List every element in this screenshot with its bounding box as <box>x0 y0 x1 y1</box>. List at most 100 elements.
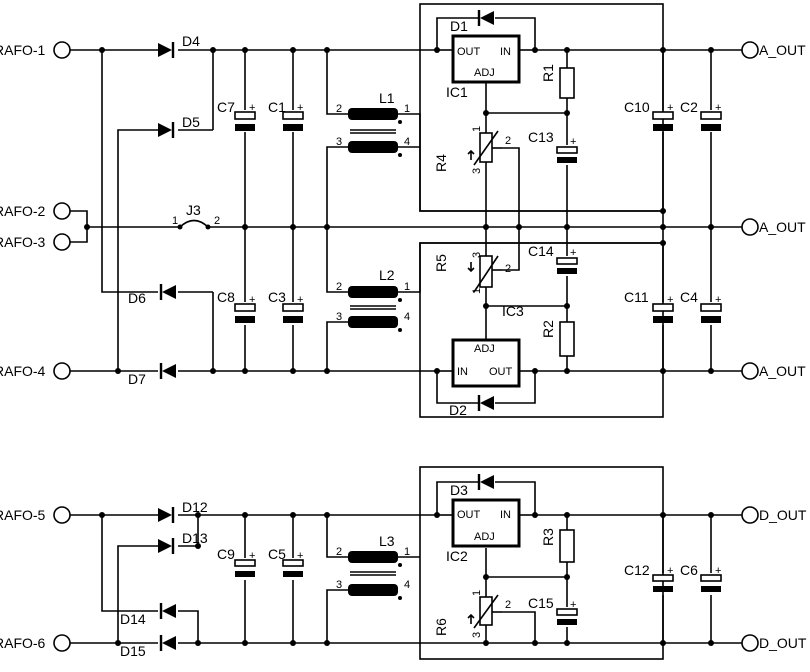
label-c9: C9 <box>217 546 235 562</box>
diode-d12 <box>158 507 175 523</box>
label-r2: R2 <box>540 320 556 338</box>
l1-pin3: 3 <box>336 136 342 148</box>
terminal-trafo-6 <box>53 634 71 652</box>
ic2-out: OUT <box>457 509 481 521</box>
label-l1: L1 <box>379 90 395 106</box>
label-l2: L2 <box>379 267 395 283</box>
capacitor-c14 <box>556 257 578 274</box>
label-c1: C1 <box>268 99 286 115</box>
plus-c6: + <box>715 565 721 577</box>
l1-pin2: 2 <box>336 103 342 115</box>
ic1-in: IN <box>500 46 511 58</box>
resistor-r1 <box>559 67 575 99</box>
label-c14: C14 <box>528 243 554 259</box>
regulator-ic3: ADJ IN OUT <box>451 338 521 388</box>
r4-pin1: 1 <box>471 126 483 132</box>
l2-pin2: 2 <box>336 281 342 293</box>
plus-c2: + <box>715 102 721 114</box>
ic2-adj: ADJ <box>474 531 495 543</box>
capacitor-c4 <box>700 303 722 323</box>
label-d12: D12 <box>182 499 208 515</box>
ic2-in: IN <box>500 509 511 521</box>
terminal-out-neg <box>741 362 759 380</box>
capacitor-c13 <box>556 146 578 163</box>
diode-d4 <box>158 42 175 58</box>
capacitor-c3 <box>282 303 304 323</box>
terminal-trafo-2 <box>53 202 71 220</box>
r4-pin2: 2 <box>505 135 511 147</box>
terminal-out-d2 <box>741 634 759 652</box>
plus-c11: + <box>667 294 673 306</box>
label-c10: C10 <box>624 99 650 115</box>
label-r1: R1 <box>540 64 556 82</box>
inductors: L1 2 3 1 4 L2 2 3 1 4 L3 2 3 1 4 <box>336 90 410 600</box>
l3-pin3: 3 <box>336 579 342 591</box>
label-c11: C11 <box>624 289 649 305</box>
label-l3: L3 <box>379 533 395 549</box>
terminal-trafo-4 <box>53 362 71 380</box>
label-d14: D14 <box>120 611 146 627</box>
label-c12: C12 <box>624 562 650 578</box>
plus-c14: + <box>570 247 576 259</box>
plus-c7: + <box>249 102 255 114</box>
diode-d15 <box>159 635 176 651</box>
diode-d3 <box>477 474 494 490</box>
r4-pin3: 3 <box>471 168 483 174</box>
label-out-d2: D_OUT <box>759 635 807 651</box>
capacitor-c1 <box>282 111 304 131</box>
label-ic3: IC3 <box>502 303 524 319</box>
capacitor-c9 <box>234 559 256 577</box>
label-trafo-4: RAFO-4 <box>0 363 46 379</box>
label-c4: C4 <box>680 289 698 305</box>
r5-pin3: 3 <box>471 252 483 258</box>
resistors: R1 R2 R3 R4 1 2 3 R5 3 2 1 <box>433 64 575 638</box>
output-terminals: A_OUT A_OUT A_OUT D_OUT D_OUT <box>741 41 807 652</box>
trimmer-r5 <box>467 255 502 293</box>
capacitor-c8 <box>234 303 256 323</box>
terminal-trafo-3 <box>53 233 71 251</box>
label-out-gnd: A_OUT <box>759 219 806 235</box>
label-c2: C2 <box>680 99 698 115</box>
plus-c13: + <box>570 136 576 148</box>
inductor-l3 <box>348 551 402 600</box>
r5-pin2: 2 <box>505 263 511 275</box>
plus-c5: + <box>297 550 303 562</box>
label-d3: D3 <box>450 482 468 498</box>
label-c13: C13 <box>528 129 554 145</box>
label-r5: R5 <box>433 254 449 272</box>
l3-pin1: 1 <box>404 546 410 558</box>
label-ic1: IC1 <box>446 84 468 100</box>
l2-pin1: 1 <box>404 281 410 293</box>
label-out-d1: D_OUT <box>759 507 807 523</box>
label-out-neg: A_OUT <box>759 363 806 379</box>
plus-c1: + <box>297 102 303 114</box>
terminal-trafo-1 <box>53 41 71 59</box>
diodes: D4 D5 D6 D7 D1 D2 D12 D13 D14 D15 D3 <box>120 10 494 659</box>
capacitor-c5 <box>282 559 304 577</box>
capacitor-c11 <box>652 303 674 323</box>
diode-d13 <box>158 538 175 554</box>
diode-d6 <box>159 284 176 300</box>
plus-c12: + <box>667 565 673 577</box>
label-r4: R4 <box>433 154 449 172</box>
resistor-r2 <box>559 321 575 357</box>
label-d5: D5 <box>182 114 200 130</box>
plus-c10: + <box>667 102 673 114</box>
label-c15: C15 <box>528 595 554 611</box>
capacitor-c10 <box>652 111 674 131</box>
capacitor-c12 <box>652 574 674 592</box>
l1-pin4: 4 <box>404 136 410 148</box>
r5-pin1: 1 <box>471 288 483 294</box>
diode-d14 <box>159 603 176 619</box>
j3-pin1: 1 <box>172 215 178 227</box>
l1-pin1: 1 <box>404 103 410 115</box>
junction-dots <box>84 47 714 646</box>
l3-pin4: 4 <box>404 579 410 591</box>
label-d7: D7 <box>128 371 146 387</box>
capacitors: C7 + C1 + C8 + C3 + C13 + C14 + C10 + C2… <box>217 99 722 625</box>
l2-pin4: 4 <box>404 311 410 323</box>
plus-c4: + <box>715 294 721 306</box>
label-c3: C3 <box>268 289 286 305</box>
label-trafo-5: RAFO-5 <box>0 507 46 523</box>
